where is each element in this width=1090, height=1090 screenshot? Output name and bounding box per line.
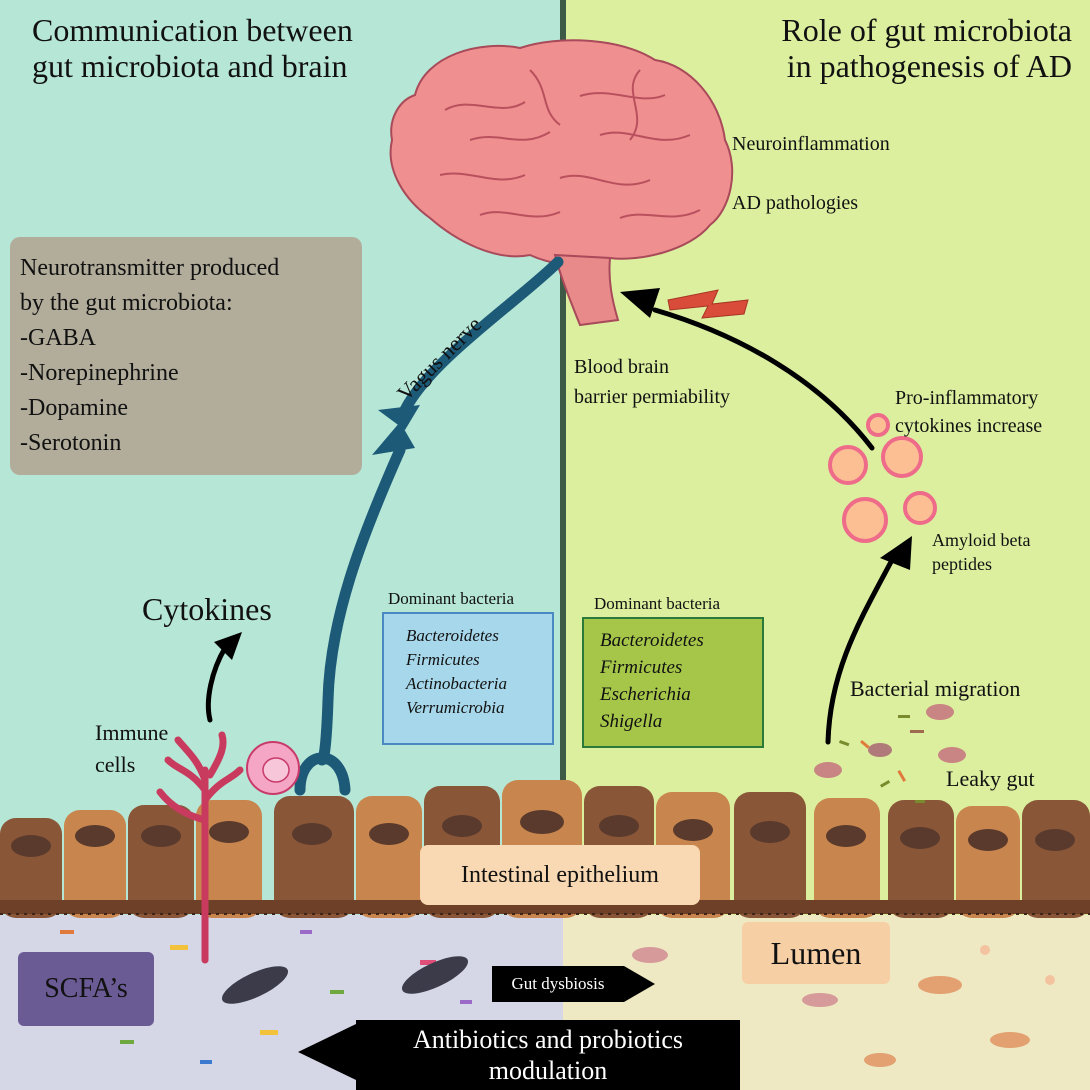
bacteria-right-item: Bacteroidetes xyxy=(600,630,704,651)
bacteria-right-item: Firmicutes xyxy=(600,657,683,678)
right-panel-title: Role of gut microbiota in pathogenesis o… xyxy=(781,12,1072,84)
left-panel-title: Communication between gut microbiota and… xyxy=(32,12,353,84)
immune-cells-line1: Immune xyxy=(95,720,169,745)
bacteria-left-item: Firmicutes xyxy=(406,650,480,669)
neurotransmitter-heading-line1: Neurotransmitter produced xyxy=(20,255,280,281)
amyloid-cytokine-particles xyxy=(828,413,937,543)
immune-cells-label: Immune cells xyxy=(95,717,168,781)
bacteria-left-item: Bacteroidetes xyxy=(406,626,499,645)
right-title-line1: Role of gut microbiota xyxy=(781,12,1072,48)
bacteria-left-title: Dominant bacteria xyxy=(388,589,515,608)
bacteria-right-box: Bacteroidetes Firmicutes Escherichia Shi… xyxy=(582,617,764,748)
neurotransmitter-box: Neurotransmitter produced by the gut mic… xyxy=(10,237,362,475)
amyloid-label: Amyloid beta peptides xyxy=(932,528,1030,576)
neurotransmitter-item: -Norepinephrine xyxy=(20,360,179,386)
antibiotics-probiotics-label: Antibiotics and probiotics modulation xyxy=(356,1020,740,1090)
bbb-line1: Blood brain xyxy=(574,356,669,378)
antibiotics-line1: Antibiotics and probiotics xyxy=(412,1025,684,1054)
antibiotics-line2: modulation xyxy=(488,1056,608,1085)
immune-cells-line2: cells xyxy=(95,752,136,777)
proinflammatory-label: Pro-inflammatory cytokines increase xyxy=(895,384,1042,440)
neuroinflammation-label: Neuroinflammation xyxy=(732,133,890,155)
leaky-gut-label: Leaky gut xyxy=(946,766,1035,791)
proinflammatory-line2: cytokines increase xyxy=(895,415,1043,437)
left-title-line2: gut microbiota and brain xyxy=(32,48,348,84)
amyloid-line1: Amyloid beta xyxy=(932,530,1031,550)
immune-cell-round xyxy=(246,741,300,795)
leaky-gut-particles xyxy=(814,704,966,803)
antibiotics-arrow-left xyxy=(298,1024,356,1080)
amyloid-line2: peptides xyxy=(932,554,992,574)
proinflammatory-line1: Pro-inflammatory xyxy=(895,387,1039,409)
lumen-label: Lumen xyxy=(742,922,890,984)
gut-dysbiosis-arrow-right xyxy=(624,966,655,1002)
vagus-nerve xyxy=(294,256,564,796)
bbb-line2: barrier permiability xyxy=(574,386,731,408)
neurotransmitter-item: -Dopamine xyxy=(20,395,128,421)
bacteria-left-item: Actinobacteria xyxy=(406,674,508,693)
bacteria-right-item: Shigella xyxy=(600,711,663,732)
bacterial-migration-arrow xyxy=(825,536,912,745)
cytokines-label: Cytokines xyxy=(142,591,272,627)
left-title-line1: Communication between xyxy=(32,12,353,48)
bacterial-migration-label: Bacterial migration xyxy=(850,676,1021,701)
brain xyxy=(389,39,734,327)
gut-dysbiosis-label: Gut dysbiosis xyxy=(492,966,624,1002)
neurotransmitter-heading-line2: by the gut microbiota: xyxy=(20,290,233,316)
damage-lightning-icon xyxy=(667,289,749,319)
ad-pathologies-label: AD pathologies xyxy=(732,192,859,214)
neurotransmitter-item: -Serotonin xyxy=(20,430,122,456)
vagus-arrow-head-bottom xyxy=(372,422,415,455)
bacteria-right-title: Dominant bacteria xyxy=(594,594,721,613)
cytokines-arrow xyxy=(205,632,242,723)
right-title-line2: in pathogenesis of AD xyxy=(786,48,1072,84)
bacteria-right-item: Escherichia xyxy=(600,684,691,705)
cytokines-to-brain-arrow xyxy=(620,288,875,451)
left-lumen-debris xyxy=(60,930,472,1064)
intestinal-epithelium-label: Intestinal epithelium xyxy=(420,845,700,905)
vagus-arrow-head-top xyxy=(378,405,420,430)
panel-divider xyxy=(560,0,566,1090)
scfa-label: SCFA’s xyxy=(18,952,154,1026)
bacteria-left-item: Verrumicrobia xyxy=(406,698,505,717)
immune-cell-dendritic xyxy=(156,731,244,964)
bacteria-left-box: Bacteroidetes Firmicutes Actinobacteria … xyxy=(382,612,554,745)
neurotransmitter-item: -GABA xyxy=(20,325,96,351)
bbb-permeability-label: Blood brain barrier permiability xyxy=(574,352,730,412)
